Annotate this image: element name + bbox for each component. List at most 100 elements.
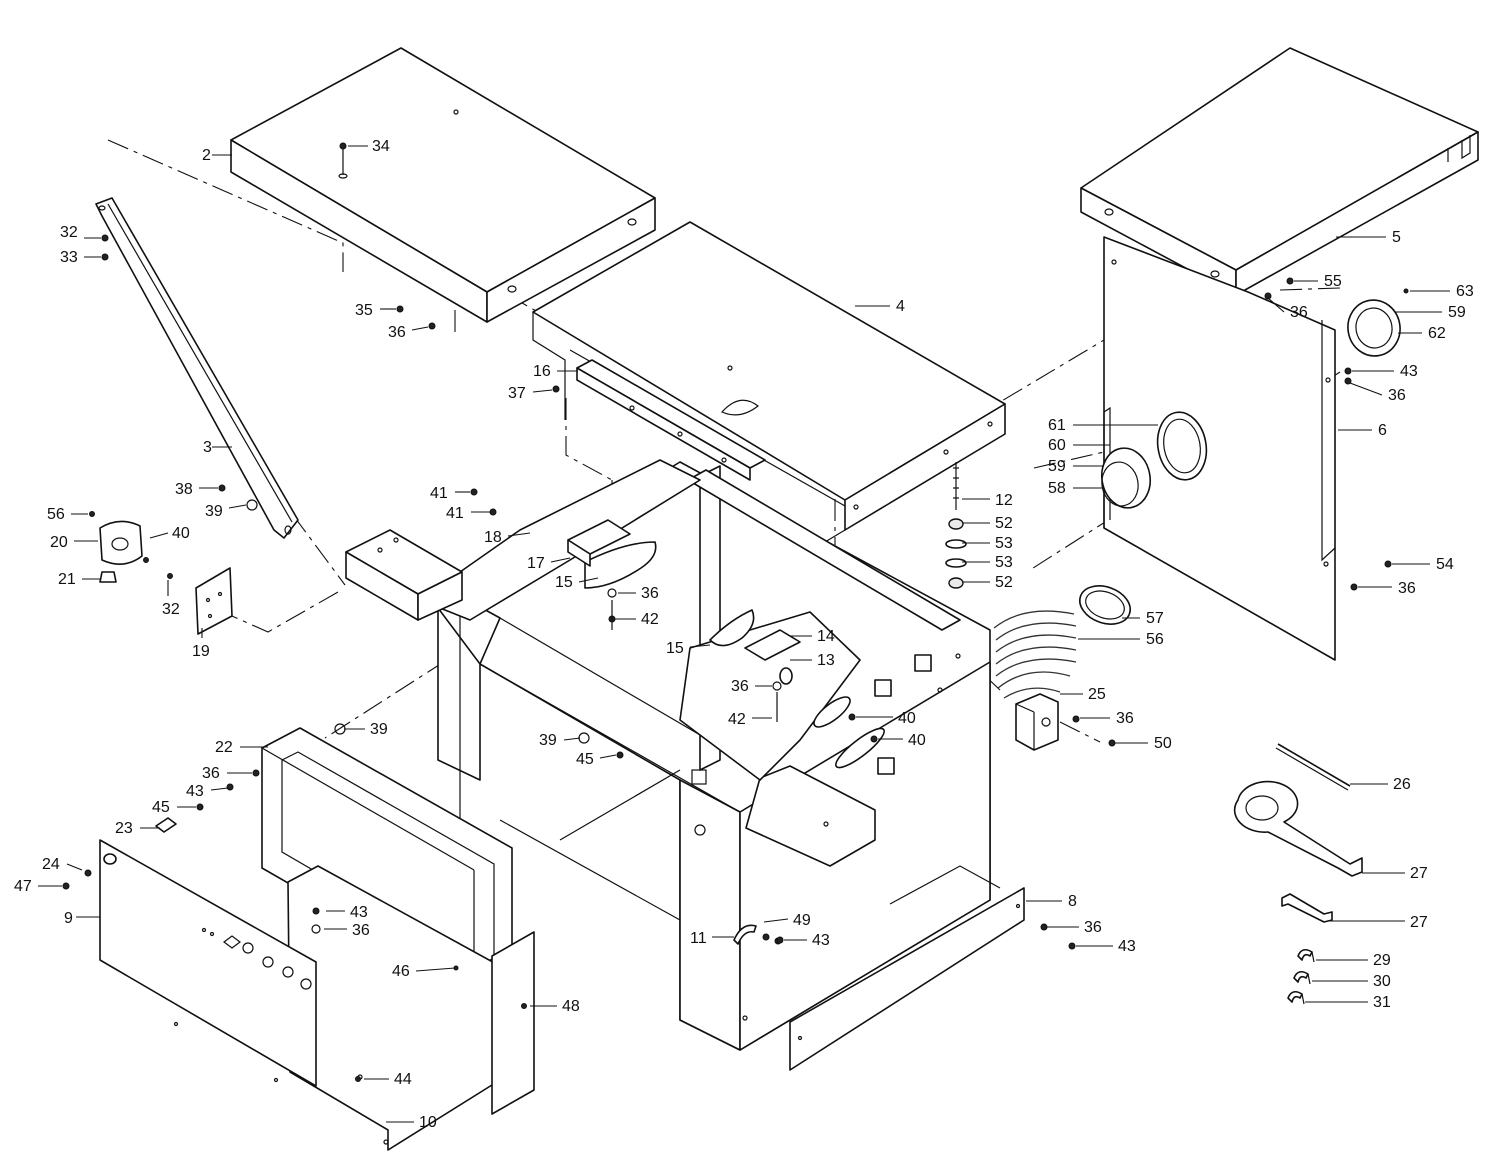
- part-number-label: 8: [1068, 893, 1077, 910]
- callout-c39a: 39: [205, 503, 247, 520]
- parts-26-31-tools: [1233, 743, 1363, 1005]
- part-number-label: 44: [394, 1071, 412, 1088]
- part-number-label: 10: [419, 1114, 437, 1131]
- part-number-label: 46: [392, 963, 410, 980]
- part-number-label: 9: [64, 910, 73, 927]
- part-number-label: 31: [1373, 994, 1391, 1011]
- part-number-label: 19: [192, 643, 210, 660]
- part-number-label: 39: [370, 721, 388, 738]
- part-number-label: 17: [527, 555, 545, 572]
- callout-c62: 62: [1398, 325, 1446, 342]
- callout-c56a: 56: [47, 506, 88, 523]
- callout-c58: 58: [1048, 480, 1104, 497]
- part-number-label: 42: [728, 711, 746, 728]
- part-number-label: 52: [995, 574, 1013, 591]
- callout-c11: 11: [690, 930, 734, 947]
- part-number-label: 34: [372, 138, 390, 155]
- callout-leader-line: [1349, 382, 1383, 396]
- part-number-label: 27: [1410, 914, 1428, 931]
- part-number-label: 2: [202, 147, 211, 164]
- part-number-label: 59: [1048, 458, 1066, 475]
- callout-c5: 5: [1336, 229, 1401, 246]
- part-number-label: 58: [1048, 480, 1066, 497]
- callout-c41a: 41: [430, 485, 470, 502]
- callout-c34: 34: [348, 138, 390, 155]
- callout-leader-line: [532, 389, 553, 393]
- part-number-label: 53: [995, 554, 1013, 571]
- callout-labels: 2343233353645553663596216374336661605958…: [14, 138, 1474, 1131]
- part-number-label: 36: [202, 765, 220, 782]
- part-5-right-cover: [1080, 47, 1479, 296]
- callout-c39c: 39: [539, 732, 581, 749]
- part-number-label: 59: [1448, 304, 1466, 321]
- callout-c38: 38: [175, 481, 218, 498]
- callout-c9: 9: [64, 910, 100, 927]
- part-number-label: 40: [908, 732, 926, 749]
- callout-c31: 31: [1305, 994, 1391, 1011]
- callout-leader-line: [66, 863, 83, 871]
- callout-leader-line: [563, 737, 581, 741]
- callout-c6: 6: [1338, 422, 1387, 439]
- callout-c40a: 40: [149, 525, 190, 542]
- part-number-label: 40: [172, 525, 190, 542]
- callout-c43d: 43: [784, 932, 830, 949]
- callout-c15b: 15: [666, 640, 711, 657]
- part-number-label: 47: [14, 878, 32, 895]
- part-number-label: 15: [555, 574, 573, 591]
- callout-c32b: 32: [162, 580, 180, 618]
- callout-c35: 35: [355, 302, 396, 319]
- callout-c24: 24: [42, 856, 83, 873]
- parts-12-52-53-stack: [945, 462, 967, 589]
- callout-c23: 23: [115, 820, 160, 837]
- part-4-table: [532, 221, 1006, 543]
- parts-58-62-dust-port: [1100, 299, 1401, 509]
- part-number-label: 60: [1048, 437, 1066, 454]
- part-number-label: 53: [995, 535, 1013, 552]
- callout-c57: 57: [1122, 610, 1164, 627]
- callout-c50: 50: [1115, 735, 1172, 752]
- part-number-label: 45: [576, 751, 594, 768]
- callout-c53b: 53: [962, 554, 1013, 571]
- parts-19-20-21-switch: [99, 520, 233, 635]
- callout-c37: 37: [508, 385, 553, 402]
- part-number-label: 26: [1393, 776, 1411, 793]
- part-number-label: 55: [1324, 273, 1342, 290]
- callout-c26: 26: [1350, 776, 1411, 793]
- callout-c14: 14: [790, 628, 835, 645]
- callout-leader-line: [1267, 297, 1285, 313]
- parts-56-57-hose: [993, 585, 1131, 699]
- callout-leader-line: [149, 532, 169, 539]
- callout-c18: 18: [484, 529, 531, 546]
- callout-c53a: 53: [962, 535, 1013, 552]
- part-25-box: [1015, 693, 1059, 751]
- callout-c60: 60: [1048, 437, 1110, 454]
- part-number-label: 21: [58, 571, 76, 588]
- callout-c30: 30: [1312, 973, 1391, 990]
- callout-c16: 16: [533, 363, 578, 380]
- callout-c43b: 43: [186, 783, 229, 800]
- part-number-label: 45: [152, 799, 170, 816]
- callout-c10: 10: [386, 1114, 437, 1131]
- part-number-label: 43: [812, 932, 830, 949]
- callout-c12: 12: [962, 492, 1013, 509]
- callout-c41b: 41: [446, 505, 490, 522]
- part-11-handle: [733, 924, 782, 945]
- part-number-label: 37: [508, 385, 526, 402]
- callout-c36h: 36: [202, 765, 252, 782]
- part-number-label: 36: [1290, 304, 1308, 321]
- part-8-kick-strip: [789, 865, 1025, 1071]
- callout-c17: 17: [527, 555, 571, 572]
- part-number-label: 33: [60, 249, 78, 266]
- callout-c33: 33: [60, 249, 101, 266]
- callout-c29: 29: [1316, 952, 1391, 969]
- part-10-46-door-panel: [287, 865, 535, 1151]
- part-number-label: 29: [1373, 952, 1391, 969]
- callout-leader-line: [210, 787, 229, 791]
- part-number-label: 24: [42, 856, 60, 873]
- part-9-door: [99, 817, 317, 1087]
- callout-c54: 54: [1392, 556, 1454, 573]
- part-number-label: 36: [641, 585, 659, 602]
- part-number-label: 63: [1456, 283, 1474, 300]
- part-number-label: 3: [203, 439, 212, 456]
- cabinet-frame: [437, 461, 991, 1051]
